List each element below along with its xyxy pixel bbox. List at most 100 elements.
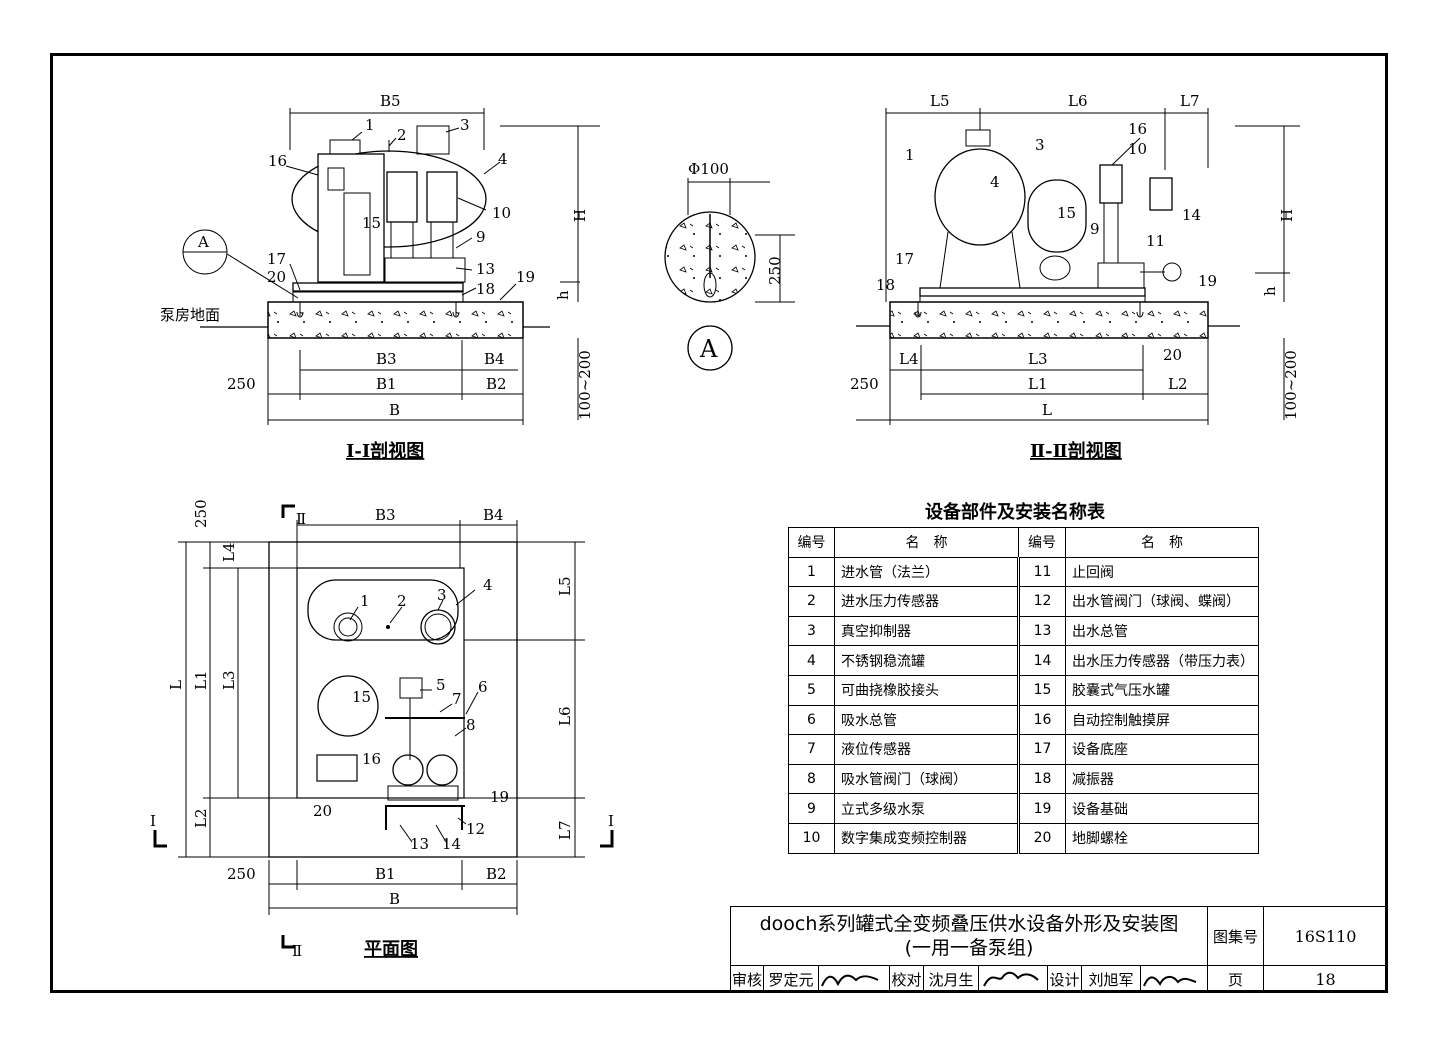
- part-number: 14: [1017, 645, 1066, 676]
- dim-h-upper: H: [571, 209, 589, 222]
- plan-dim-l4: L4: [220, 542, 238, 562]
- plan-dim-b3: B3: [375, 506, 396, 524]
- part-13-label: 13: [476, 260, 495, 278]
- part-name: 进水压力传感器: [834, 586, 1019, 617]
- drawing-subtitle: (一用一备泵组): [904, 937, 1034, 959]
- s2-dim-l4: L4: [899, 350, 919, 368]
- header-name-2: 名 称: [1065, 527, 1259, 558]
- s2-dim-100-200: 100~200: [1282, 350, 1300, 420]
- plan-mark-top: Ⅱ: [296, 510, 306, 528]
- plan-mark-left: Ⅰ: [150, 812, 156, 830]
- checker-signature-cell: [978, 965, 1048, 993]
- plan-dim-250-top: 250: [192, 499, 210, 528]
- part-name: 止回阀: [1065, 556, 1259, 588]
- part-name: 设备基础: [1065, 793, 1259, 824]
- section-2-caption: Ⅱ-Ⅱ剖视图: [1030, 440, 1122, 462]
- parts-table-header: 编号 名 称 编号 名 称: [788, 527, 1259, 558]
- dim-h-small: h: [554, 290, 572, 300]
- part-number: 12: [1017, 586, 1066, 617]
- s2-dim-h-small: h: [1261, 286, 1279, 296]
- s2-dim-l: L: [1042, 401, 1052, 419]
- plan-dim-l: L: [167, 680, 185, 690]
- part-name: 自动控制触摸屏: [1065, 704, 1259, 736]
- part-3-label: 3: [460, 116, 470, 134]
- designer-name: 刘旭军: [1081, 965, 1141, 993]
- part-number: 4: [788, 645, 835, 676]
- title-block: dooch系列罐式全变频叠压供水设备外形及安装图 (一用一备泵组) 图集号 16…: [730, 906, 1388, 993]
- s2-part-4-label: 4: [990, 173, 1000, 191]
- plan-part-4: 4: [483, 576, 493, 594]
- review-label: 审核: [730, 965, 764, 993]
- detail-a-mark: A: [699, 335, 718, 363]
- part-1-label: 1: [365, 116, 375, 134]
- atlas-label: 图集号: [1207, 906, 1264, 966]
- plan-part-3: 3: [437, 586, 447, 604]
- dim-l5: L5: [930, 92, 950, 110]
- section-1-caption: Ⅰ-Ⅰ剖视图: [346, 440, 424, 462]
- detail-a-diameter: Φ100: [688, 160, 729, 178]
- header-no-2: 编号: [1018, 527, 1066, 558]
- part-name: 出水管阀门（球阀、蝶阀）: [1065, 586, 1259, 617]
- part-17-label: 17: [267, 250, 286, 268]
- part-15-label: 15: [362, 214, 381, 232]
- part-name: 出水压力传感器（带压力表）: [1065, 645, 1259, 676]
- dim-b1: B1: [376, 375, 397, 393]
- checker-name: 沈月生: [923, 965, 979, 993]
- plan-part-19: 19: [490, 788, 509, 806]
- part-number: 20: [1017, 822, 1066, 854]
- part-9-label: 9: [476, 228, 486, 246]
- part-name: 胶囊式气压水罐: [1065, 674, 1259, 706]
- plan-dim-l7: L7: [556, 820, 574, 840]
- design-label: 设计: [1047, 965, 1082, 993]
- part-18-label: 18: [476, 280, 495, 298]
- s2-part-1-label: 1: [905, 146, 915, 164]
- page-label: 页: [1207, 965, 1264, 993]
- dim-250: 250: [227, 375, 256, 393]
- s2-part-18-label: 18: [876, 276, 895, 294]
- plan-part-12: 12: [466, 820, 485, 838]
- part-name: 进水管（法兰）: [834, 556, 1019, 588]
- part-19-label: 19: [516, 268, 535, 286]
- plan-dim-b2: B2: [486, 865, 507, 883]
- plan-part-7: 7: [452, 690, 462, 708]
- part-number: 9: [788, 793, 835, 824]
- parts-table-title: 设备部件及安装名称表: [925, 502, 1105, 523]
- detail-a-depth: 250: [766, 256, 784, 285]
- s2-part-11-label: 11: [1146, 232, 1165, 250]
- part-name: 设备底座: [1065, 734, 1259, 765]
- plan-part-8: 8: [466, 716, 476, 734]
- part-10-label: 10: [492, 204, 511, 222]
- plan-part-13: 13: [410, 835, 429, 853]
- plan-mark-right: Ⅰ: [608, 812, 614, 830]
- plan-dim-250-bottom: 250: [227, 865, 256, 883]
- section-a-callout: A: [197, 233, 209, 251]
- plan-part-1: 1: [360, 592, 370, 610]
- detail-a-view: [664, 178, 795, 371]
- s2-part-9-label: 9: [1090, 220, 1100, 238]
- plan-part-2: 2: [397, 592, 407, 610]
- s2-part-3-label: 3: [1035, 136, 1045, 154]
- s2-part-14-label: 14: [1182, 206, 1201, 224]
- part-number: 10: [788, 822, 835, 854]
- s2-part-16-label: 16: [1128, 120, 1147, 138]
- part-name: 地脚螺栓: [1065, 822, 1259, 854]
- drawing-title: dooch系列罐式全变频叠压供水设备外形及安装图: [759, 913, 1179, 935]
- part-name: 吸水管阀门（球阀）: [834, 763, 1019, 795]
- part-number: 7: [788, 734, 835, 765]
- part-number: 19: [1017, 793, 1066, 824]
- part-4-label: 4: [498, 150, 508, 168]
- s2-part-19-label: 19: [1198, 272, 1217, 290]
- designer-signature: [1143, 976, 1197, 987]
- s2-dim-l2: L2: [1168, 375, 1188, 393]
- dim-100-200: 100~200: [576, 350, 594, 420]
- plan-part-20: 20: [313, 802, 332, 820]
- plan-dim-l2: L2: [192, 808, 210, 828]
- plan-dim-l3: L3: [220, 670, 238, 690]
- plan-dim-b1: B1: [375, 865, 396, 883]
- plan-dim-b4: B4: [483, 506, 504, 524]
